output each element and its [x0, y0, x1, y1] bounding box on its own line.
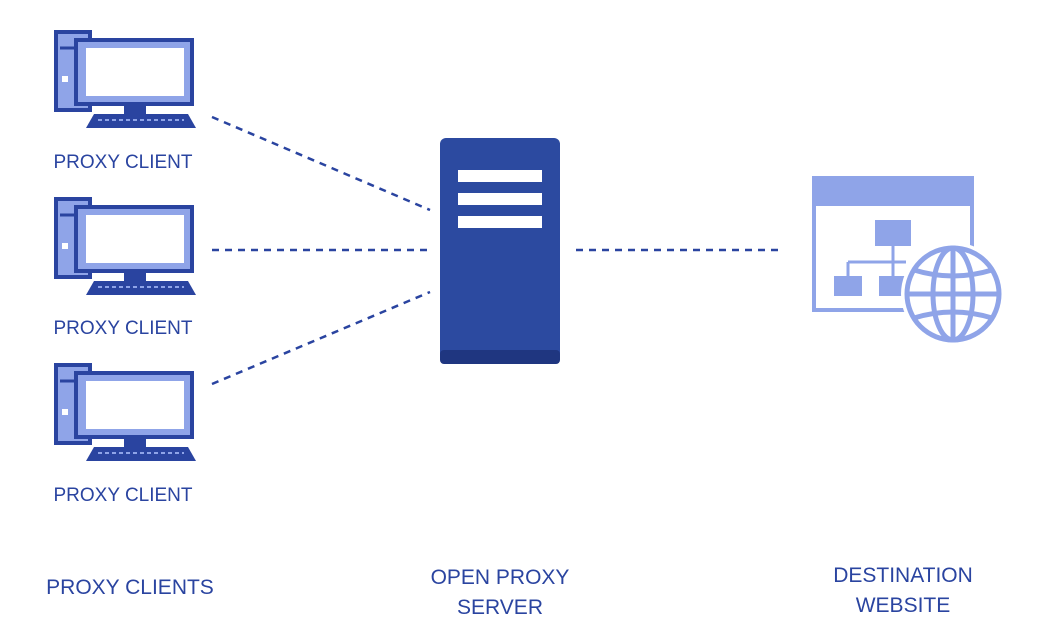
connector-client-3	[211, 290, 431, 386]
server-column-label: OPEN PROXY SERVER	[380, 563, 620, 623]
client-label-3: PROXY CLIENT	[53, 485, 193, 506]
clients-column-label: PROXY CLIENTS	[46, 576, 214, 599]
connector-client-1	[211, 115, 431, 212]
server-label-line2: SERVER	[457, 596, 543, 619]
destination-label-line1: DESTINATION	[833, 564, 973, 587]
server-tower-icon	[440, 138, 560, 364]
client-computer-icon-1	[54, 30, 198, 130]
client-computer-icon-3	[54, 363, 198, 463]
destination-label-line2: WEBSITE	[855, 594, 951, 617]
client-label-2: PROXY CLIENT	[53, 318, 193, 339]
server-label-line1: OPEN PROXY	[430, 566, 570, 589]
client-computer-icon-2	[54, 197, 198, 297]
client-label-1: PROXY CLIENT	[53, 152, 193, 173]
website-globe-icon	[812, 176, 1005, 346]
destination-column-label: DESTINATION WEBSITE	[783, 561, 1023, 621]
